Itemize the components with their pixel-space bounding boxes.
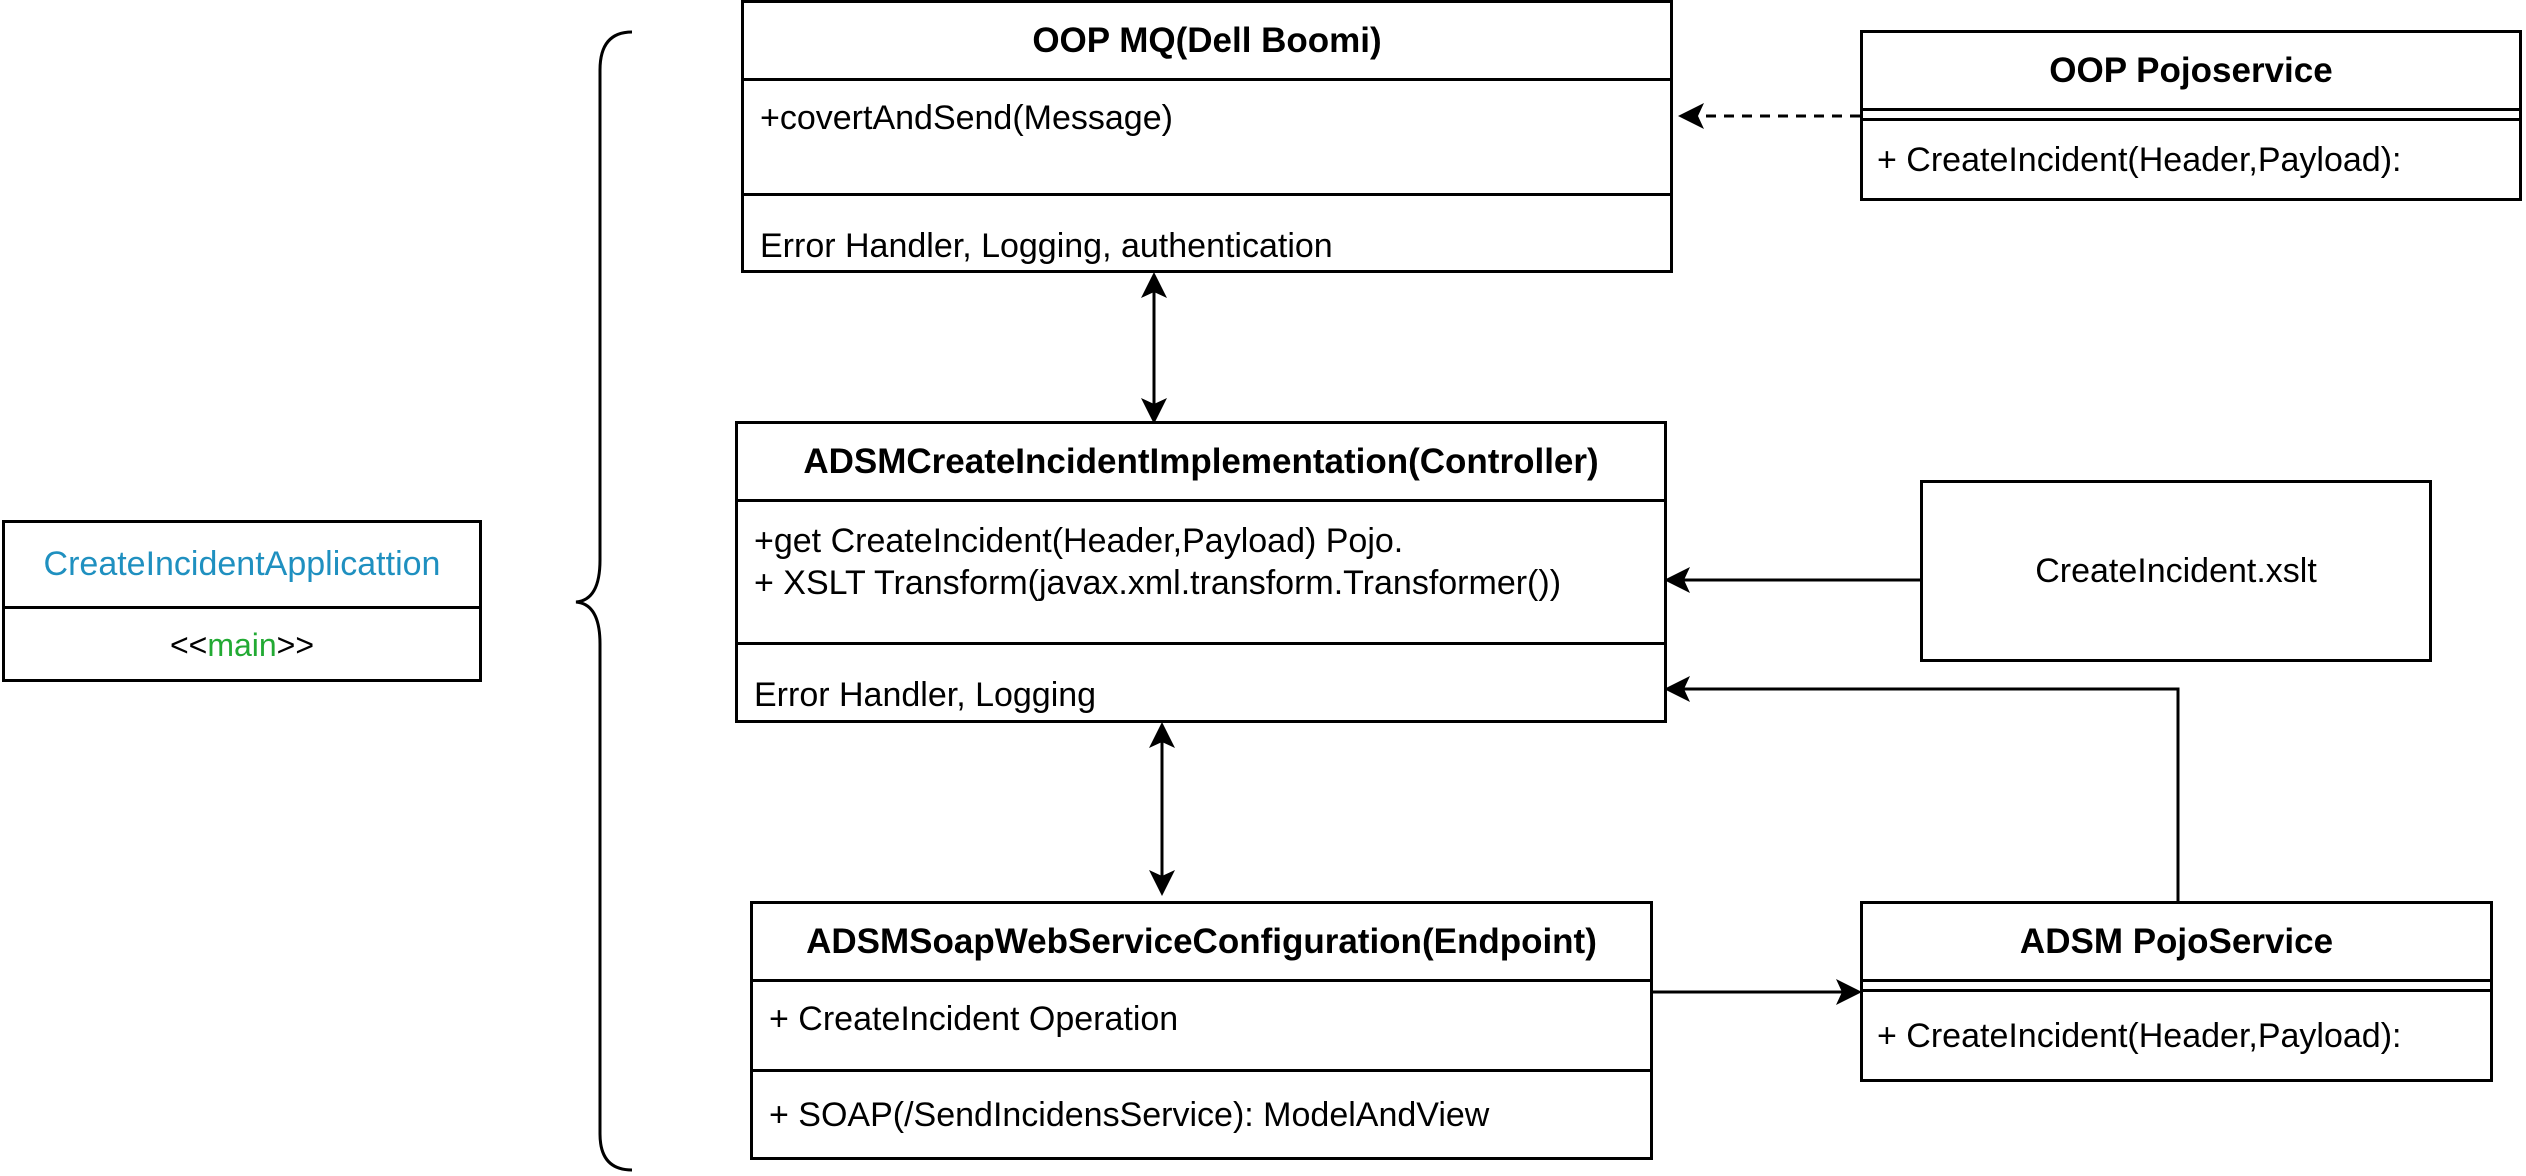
pojo-adsm-empty-attributes (1863, 982, 2490, 992)
pojo-oop-class-box[interactable]: OOP Pojoservice + CreateIncident(Header,… (1860, 30, 2522, 201)
controller-class-footer: Error Handler, Logging (754, 676, 1097, 714)
mq-class-footer: Error Handler, Logging, authentication (760, 227, 1333, 265)
app-class-stereotype-section: <<main>> (5, 609, 479, 681)
pojo-adsm-title: ADSM PojoService (1863, 904, 2490, 982)
mq-class-box[interactable]: OOP MQ(Dell Boomi) +covertAndSend(Messag… (741, 0, 1673, 273)
endpoint-class-title: ADSMSoapWebServiceConfiguration(Endpoint… (753, 904, 1650, 982)
stereotype-close: >> (276, 626, 315, 663)
pojo-oop-title: OOP Pojoservice (1863, 33, 2519, 111)
xslt-file-label: CreateIncident.xslt (2035, 551, 2317, 590)
controller-class-methods: +get CreateIncident(Header,Payload) Pojo… (738, 502, 1664, 645)
endpoint-class-footer: + SOAP(/SendIncidensService): ModelAndVi… (769, 1095, 1490, 1134)
pojo-oop-empty-attributes (1863, 111, 2519, 121)
mq-class-methods: +covertAndSend(Message) (744, 81, 1670, 196)
mq-class-title: OOP MQ(Dell Boomi) (744, 3, 1670, 81)
endpoint-class-operation: + CreateIncident Operation (753, 982, 1650, 1072)
pojo-oop-method: + CreateIncident(Header,Payload): (1877, 140, 2402, 179)
controller-method-1: + XSLT Transform(javax.xml.transform.Tra… (754, 564, 1562, 602)
app-class-name: CreateIncidentApplicattion (43, 545, 441, 583)
pojo-adsm-to-controller-arrow (1664, 676, 2180, 902)
app-class-name-section: CreateIncidentApplicattion (5, 523, 479, 609)
pojo-adsm-class-box[interactable]: ADSM PojoService + CreateIncident(Header… (1860, 901, 2493, 1082)
grouping-brace (575, 30, 633, 1172)
xslt-file-box[interactable]: CreateIncident.xslt (1920, 480, 2432, 662)
stereotype-text: main (207, 626, 277, 663)
controller-class-title: ADSMCreateIncidentImplementation(Control… (738, 424, 1664, 502)
endpoint-class-box[interactable]: ADSMSoapWebServiceConfiguration(Endpoint… (750, 901, 1653, 1160)
mq-method-0: +covertAndSend(Message) (760, 99, 1173, 137)
controller-class-box[interactable]: ADSMCreateIncidentImplementation(Control… (735, 421, 1667, 723)
stereotype-open: << (169, 626, 208, 663)
controller-method-0: +get CreateIncident(Header,Payload) Pojo… (754, 522, 1404, 560)
app-class-box[interactable]: CreateIncidentApplicattion <<main>> (2, 520, 482, 682)
pojo-adsm-method: + CreateIncident(Header,Payload): (1877, 1016, 2402, 1055)
